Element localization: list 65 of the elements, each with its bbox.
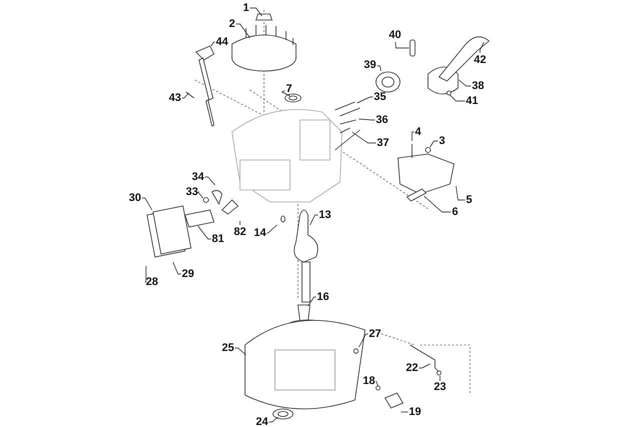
leader-line bbox=[204, 176, 216, 186]
leader-line bbox=[395, 42, 410, 48]
callout-number: 35 bbox=[374, 91, 386, 103]
leader-line bbox=[144, 266, 146, 282]
callout-number: 29 bbox=[182, 268, 194, 280]
leader-line bbox=[250, 8, 262, 16]
callout-number: 24 bbox=[256, 416, 268, 427]
callout-number: 41 bbox=[466, 95, 478, 107]
callout-number: 7 bbox=[286, 83, 292, 95]
leader-line bbox=[418, 364, 430, 368]
leader-line bbox=[376, 65, 382, 72]
callout-number: 37 bbox=[376, 137, 390, 149]
callout-number: 19 bbox=[408, 406, 422, 418]
leader-line bbox=[310, 214, 318, 226]
callout-number: 5 bbox=[466, 194, 472, 206]
callout-number: 36 bbox=[376, 114, 388, 126]
callout-number: 18 bbox=[362, 375, 376, 387]
leader-line bbox=[430, 140, 438, 148]
callout-number: 34 bbox=[192, 171, 204, 183]
callout-number: 25 bbox=[222, 342, 234, 354]
callout-number: 43 bbox=[168, 92, 182, 104]
leader-line bbox=[376, 380, 378, 386]
callout-number: 42 bbox=[474, 54, 486, 66]
leader-line bbox=[424, 196, 452, 212]
leader-line bbox=[458, 80, 472, 86]
callout-number: 30 bbox=[128, 192, 142, 204]
callout-number: 4 bbox=[414, 126, 422, 138]
leader-line bbox=[197, 192, 204, 198]
callout-number: 82 bbox=[234, 226, 246, 238]
callout-number: 38 bbox=[472, 80, 484, 92]
leader-line bbox=[266, 224, 278, 234]
leader-line bbox=[308, 296, 316, 306]
leader-line bbox=[182, 92, 190, 98]
callout-number: 44 bbox=[216, 36, 228, 48]
leader-line bbox=[198, 226, 212, 240]
callout-number: 39 bbox=[364, 59, 376, 71]
leader-line bbox=[450, 94, 466, 102]
leader-line bbox=[268, 416, 278, 422]
callout-number: 40 bbox=[388, 29, 402, 41]
callout-number: 14 bbox=[254, 227, 266, 239]
callout-number: 2 bbox=[228, 18, 236, 30]
callout-number: 81 bbox=[212, 233, 224, 245]
callout-number: 23 bbox=[434, 381, 446, 393]
leader-line bbox=[480, 42, 484, 54]
leader-line bbox=[172, 262, 182, 274]
callout-number: 28 bbox=[146, 276, 158, 288]
leader-line bbox=[358, 118, 376, 120]
leader-line bbox=[352, 132, 376, 144]
leader-line bbox=[234, 348, 246, 356]
leader-line bbox=[456, 186, 466, 200]
callout-number: 27 bbox=[368, 328, 382, 340]
callout-number: 16 bbox=[316, 291, 330, 303]
callout-number: 33 bbox=[186, 186, 198, 198]
leader-line bbox=[142, 198, 152, 210]
leader-line bbox=[210, 42, 216, 46]
leader-line bbox=[281, 90, 290, 96]
leader-line bbox=[412, 132, 414, 142]
callout-number: 1 bbox=[242, 2, 250, 14]
leader-line bbox=[358, 334, 368, 348]
callout-number: 6 bbox=[452, 206, 458, 218]
callout-number: 13 bbox=[318, 209, 332, 221]
leader-line bbox=[236, 24, 250, 38]
callout-number: 3 bbox=[438, 135, 446, 147]
callout-number: 22 bbox=[406, 362, 418, 374]
leader-line bbox=[356, 96, 374, 104]
